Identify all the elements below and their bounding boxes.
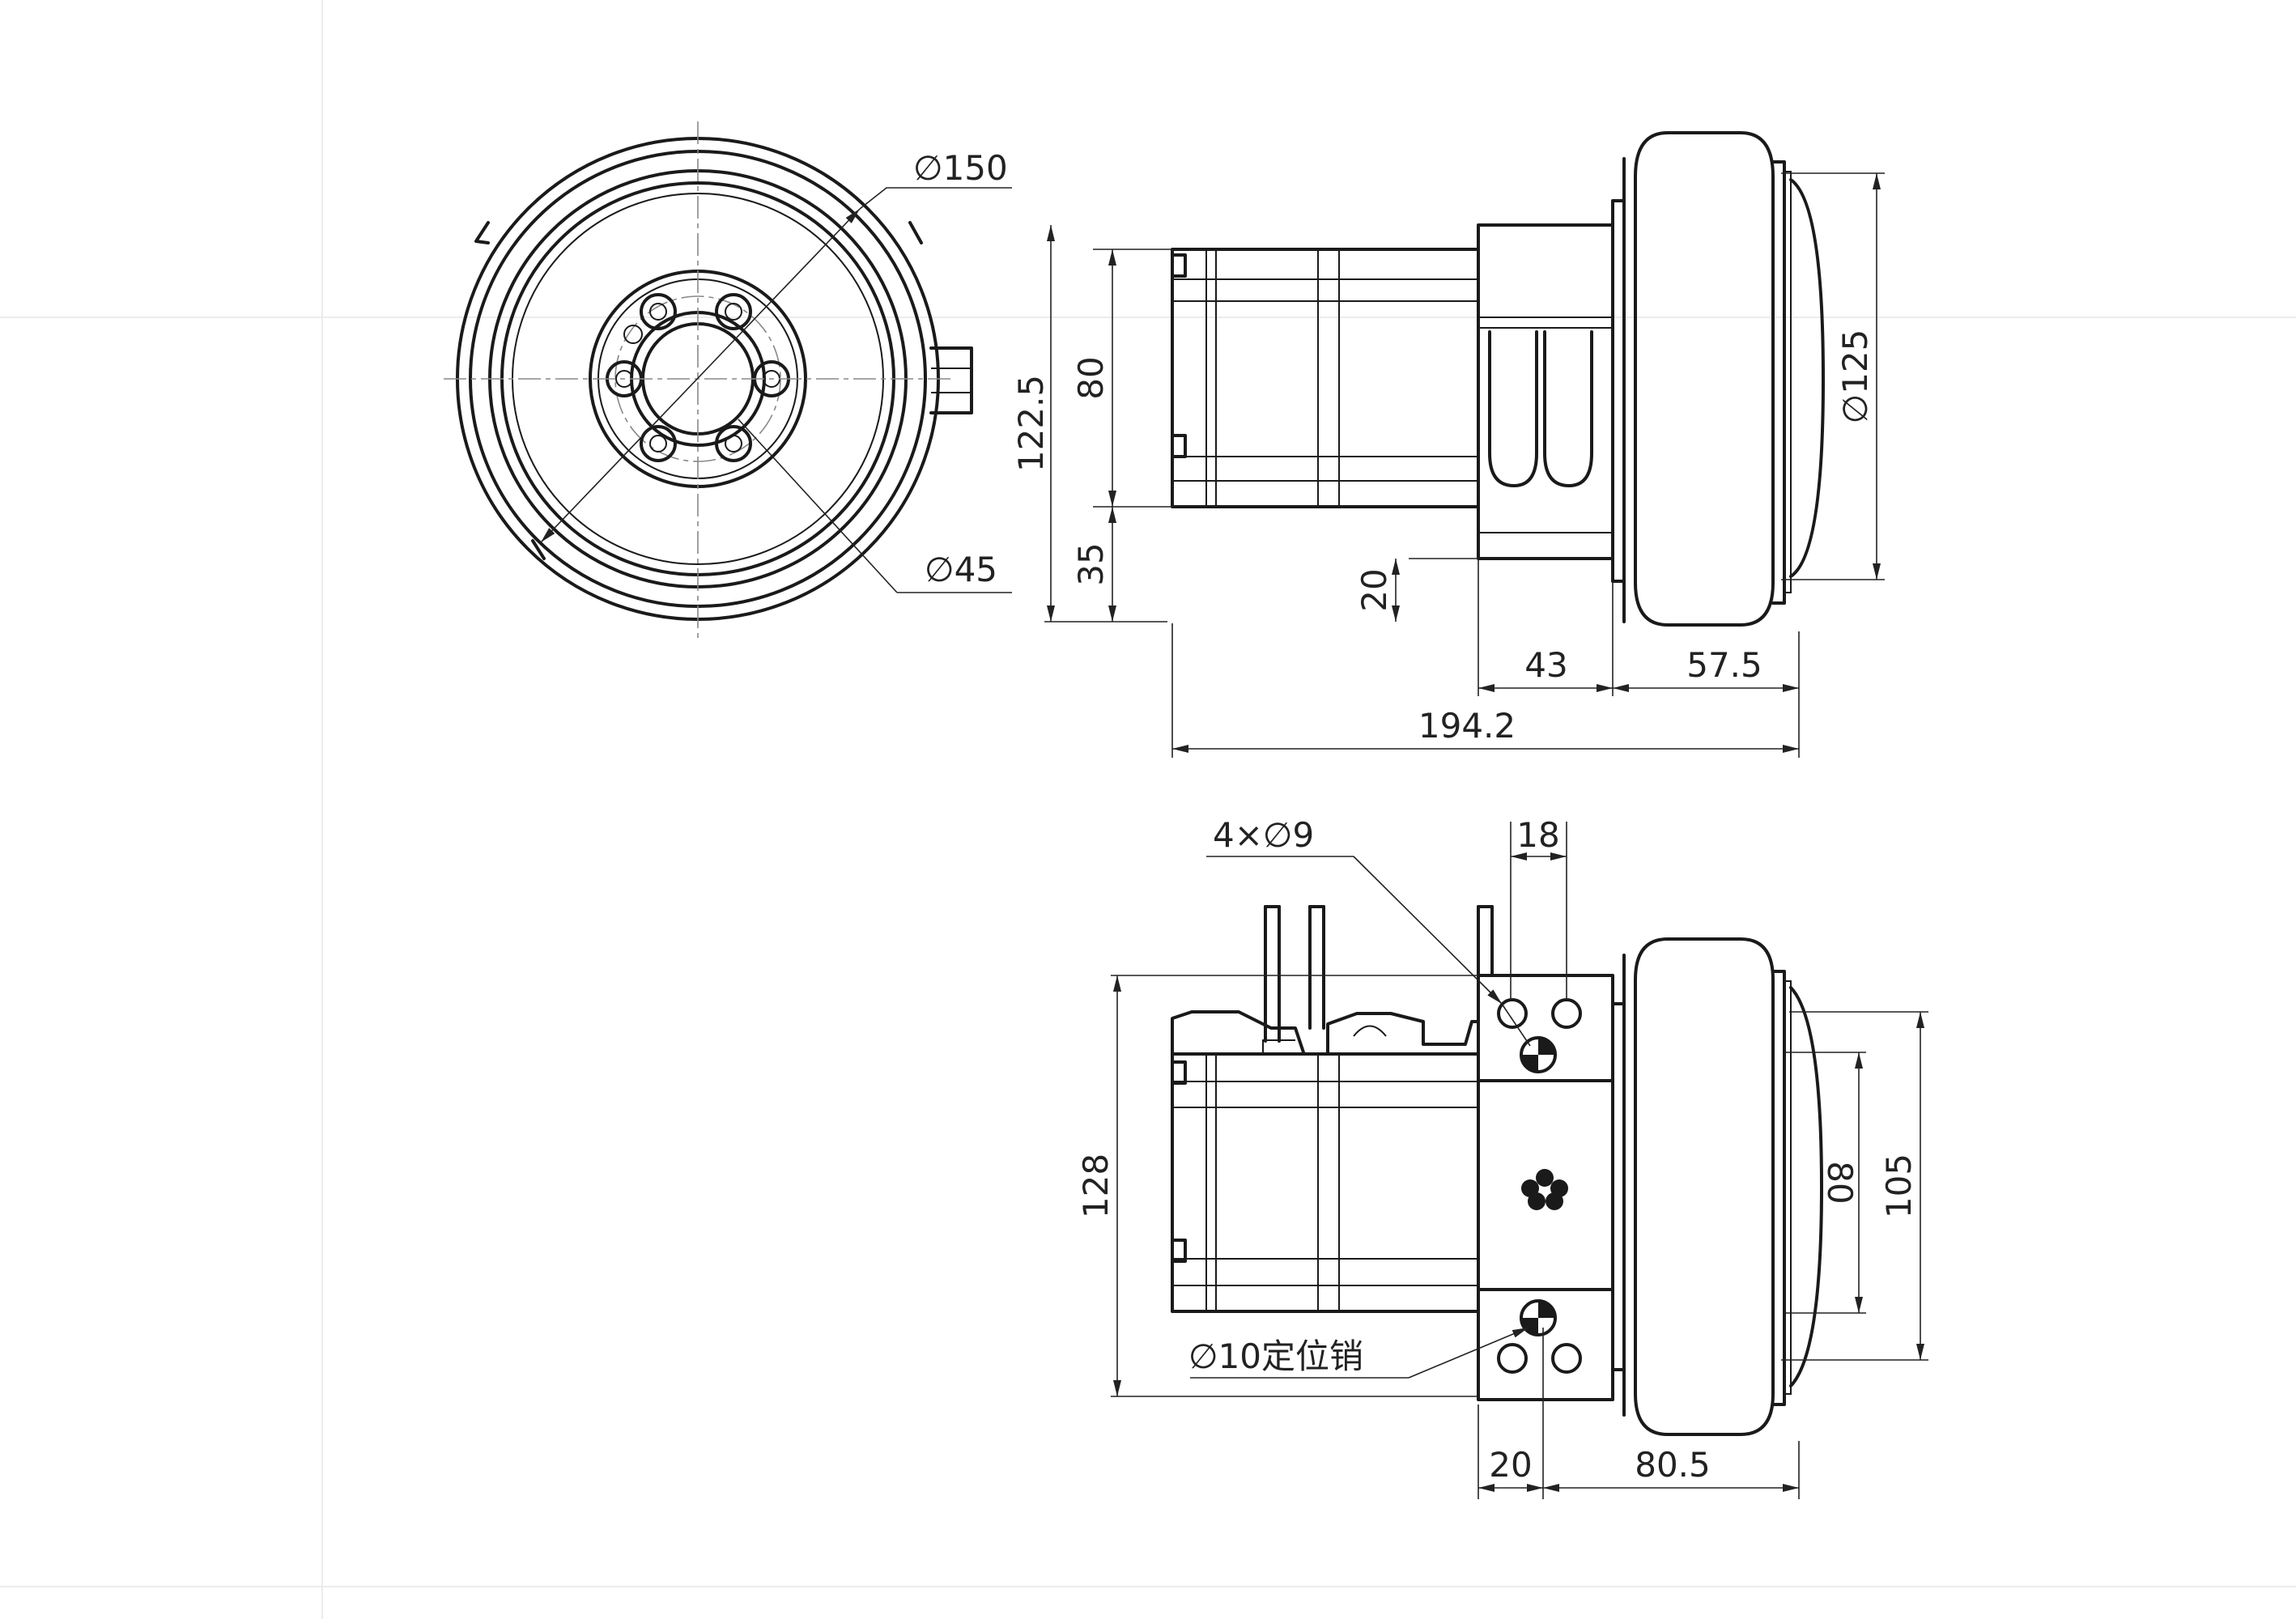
height-20-label: 20 (1354, 568, 1394, 611)
height-35-label: 35 (1071, 542, 1111, 585)
front-centerlines (444, 121, 954, 640)
width-80-5-label: 80.5 (1635, 1445, 1711, 1485)
width-20-label: 20 (1489, 1445, 1532, 1485)
top-view: 4×∅9 18 128 80 105 ∅10定位销 20 80.5 (1076, 815, 1928, 1499)
diameter-150-label: ∅150 (913, 148, 1008, 188)
mount-bracket (1477, 974, 1614, 1401)
width-194-2-label: 194.2 (1418, 706, 1516, 746)
diameter-45-label: ∅45 (925, 550, 997, 589)
width-57-5-label: 57.5 (1686, 645, 1762, 685)
motor-body (1171, 248, 1480, 508)
connector-block (1171, 1010, 1480, 1056)
cable-glands (1264, 905, 1494, 1043)
top-dimensions (1111, 822, 1928, 1499)
front-leaders (540, 187, 1012, 593)
locating-pin-label: ∅10定位销 (1188, 1336, 1363, 1376)
height-122-5-label: 122.5 (1011, 375, 1051, 472)
gear-housing (1477, 223, 1614, 560)
side-wheel (1611, 131, 1825, 627)
height-105-label: 105 (1879, 1154, 1919, 1218)
top-wheel (1611, 937, 1823, 1436)
diameter-125-label: ∅125 (1835, 329, 1875, 424)
width-43-label: 43 (1524, 645, 1567, 685)
width-18-label: 18 (1516, 815, 1559, 855)
side-view: 122.5 80 35 20 ∅125 43 57.5 194.2 (1011, 131, 1885, 758)
front-view: ∅150 ∅45 (444, 121, 1012, 640)
motor-body-top (1171, 1052, 1480, 1313)
height-128-label: 128 (1076, 1154, 1116, 1218)
side-dimensions (1044, 172, 1885, 758)
height-80-label: 80 (1071, 356, 1111, 399)
holes-4x-diameter-9-label: 4×∅9 (1213, 815, 1314, 855)
height-80-top-label: 80 (1820, 1161, 1860, 1204)
